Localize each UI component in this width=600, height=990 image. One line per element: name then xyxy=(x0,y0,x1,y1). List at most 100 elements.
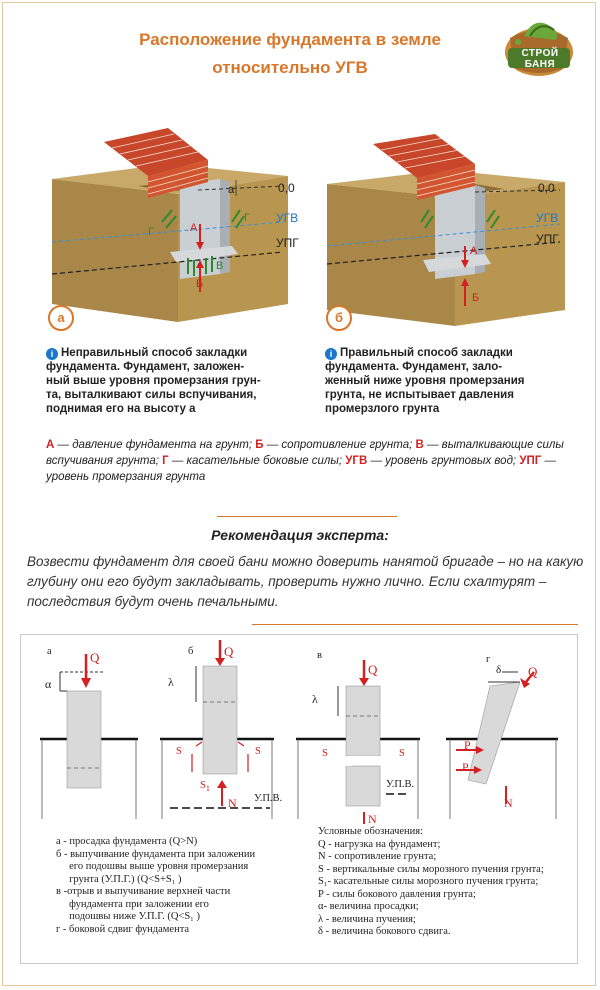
figure-a-caption-line-4: поднимая его на высоту a xyxy=(46,403,196,415)
legend-text-upg: — уровень промерзания грунта xyxy=(46,455,556,483)
note-left-1: а - просадка фундамента (Q>N) xyxy=(56,836,198,847)
scheme-s1-b: S1 xyxy=(200,780,210,793)
legend-text-b: — сопротивление грунта; xyxy=(263,439,416,451)
figure-a-force-b: Б xyxy=(196,278,204,290)
scheme-n-b: N xyxy=(228,796,237,810)
scheme-p-2: P xyxy=(462,760,469,774)
divider-top xyxy=(217,516,397,517)
figure-b-level-00: 0,0 xyxy=(538,181,555,195)
note-left-7: подошвы ниже У.П.Г. (Q<S₁ ) xyxy=(56,911,200,922)
figure-b-force-b: Б xyxy=(472,292,480,304)
legend-text-a: — давление фундамента на грунт; xyxy=(54,439,256,451)
figure-b-badge: б xyxy=(326,305,352,331)
expert-title: Рекомендация эксперта: xyxy=(211,527,389,543)
note-right-3: S - вертикальные силы морозного пучения … xyxy=(318,863,544,875)
scheme-p-1: P xyxy=(464,738,471,752)
schemes-panel xyxy=(20,634,578,964)
figure-b-caption-line-3: грунта, не испытывает давления xyxy=(325,389,514,401)
note-right-1: Q - нагрузка на фундамент; xyxy=(318,838,441,850)
scheme-s-v-right-s: S xyxy=(399,748,405,759)
legend-key-upg: УПГ xyxy=(519,455,542,467)
note-right-5: P - силы бокового давления грунта; xyxy=(318,888,476,900)
scheme-s-right-s: S xyxy=(255,746,261,757)
scheme-q-b: Q xyxy=(224,644,234,659)
legend-key-a: А xyxy=(46,439,55,451)
info-icon: i xyxy=(325,348,337,360)
scheme-q-g: Q xyxy=(528,664,538,679)
page-subtitle: относительно УГВ xyxy=(212,58,368,77)
figure-a-caption-head: Неправильный способ закладки xyxy=(61,347,248,359)
figure-a-caption-line-1: фундамента. Фундамент, заложен- xyxy=(46,361,245,373)
figure-b-caption-line-1: фундамента. Фундамент, зало- xyxy=(325,361,503,373)
scheme-n-g: N xyxy=(504,796,513,810)
notes-left: а - просадка фундамента (Q>N) б - выпучи… xyxy=(56,836,255,936)
scheme-delta: δ xyxy=(496,664,502,676)
expert-text: Возвести фундамент для своей бани можно … xyxy=(27,554,584,609)
scheme-s-v-left-s: S xyxy=(322,748,328,759)
figure-b-caption-head: Правильный способ закладки xyxy=(340,347,513,359)
scheme-s-right: S xyxy=(255,746,261,757)
note-left-6: фундамента при заложении его xyxy=(56,898,209,910)
notes-right-title: Условные обозначения: xyxy=(318,826,424,837)
figure-a-force-g: Г xyxy=(148,226,154,238)
scheme-q-a: Q xyxy=(90,650,100,665)
figure-b-ugv: УГВ xyxy=(536,211,559,225)
scheme-label-g: г xyxy=(486,654,491,665)
figure-b-force-a: А xyxy=(470,245,478,257)
note-left-2: б - выпучивание фундамента при заложении xyxy=(56,848,256,860)
scheme-s1-b-sub: 1 xyxy=(205,784,210,794)
bathhouse-bucket-logo xyxy=(505,22,573,76)
scheme-lambda-v: λ xyxy=(312,692,318,706)
figure-a-force-g2: Г xyxy=(244,212,250,224)
legend-key-g: Г xyxy=(162,455,169,467)
legend-text-v: — выталкивающие силы вспучивания грунта; xyxy=(46,439,564,467)
scheme-upv-v: У.П.В. xyxy=(386,779,415,790)
logo-text: СТРОЙ БАНЯ xyxy=(521,48,559,70)
note-left-3: его подошвы выше уровня промерзания xyxy=(56,861,249,872)
note-right-2: N - сопротивление грунта; xyxy=(318,851,437,862)
page-title: Расположение фундамента в земле xyxy=(139,30,441,49)
scheme-s-v-left: S xyxy=(322,748,328,759)
scheme-lambda-b: λ xyxy=(168,675,174,689)
schemes-drawing xyxy=(40,640,558,824)
scheme-q-v: Q xyxy=(368,662,378,677)
info-icon: i xyxy=(46,348,58,360)
scheme-s-left: S xyxy=(176,746,182,757)
legend-text-ugv: — уровень грунтовых вод; xyxy=(367,455,520,467)
figure-a-badge: а xyxy=(48,305,74,331)
figure-b-illustration xyxy=(326,134,565,326)
scheme-s-left-s: S xyxy=(176,746,182,757)
figure-a-ugv: УГВ xyxy=(276,211,299,225)
scheme-label-a: а xyxy=(47,646,52,657)
notes-right: Условные обозначения: Q - нагрузка на фу… xyxy=(318,826,544,939)
legend-key-v: В xyxy=(415,439,424,451)
figure-a-mark-a: a xyxy=(228,184,235,196)
divider-bottom xyxy=(252,624,578,625)
note-right-4: S₁- касательные силы морозного пучения г… xyxy=(318,876,539,887)
note-left-5: в -отрыв и выпучивание верхней части xyxy=(56,886,231,897)
figure-a-force-a: А xyxy=(190,222,198,234)
scheme-s-v-right: S xyxy=(399,748,405,759)
note-right-6: α- величина просадки; xyxy=(318,901,419,912)
figure-b-caption-line-2: женный ниже уровня промерзания xyxy=(325,375,525,387)
legend-key-ugv: УГВ xyxy=(345,455,368,467)
scheme-label-b: б xyxy=(188,646,194,657)
figure-a-illustration xyxy=(51,128,288,322)
note-right-7: λ - величина пучения; xyxy=(318,913,416,925)
scheme-upv-b: У.П.В. xyxy=(254,793,283,804)
figure-a-level-00: 0,0 xyxy=(278,181,295,195)
figure-a-caption-line-3: та, выталкивают силы вспучивания, xyxy=(46,389,257,401)
figure-b-upg: УПГ xyxy=(536,232,559,246)
legend: А — давление фундамента на грунт; Б — со… xyxy=(46,437,566,485)
legend-text-g: — касательные боковые силы; xyxy=(168,455,346,467)
figure-b-caption-line-4: промерзлого грунта xyxy=(325,403,440,415)
note-left-8: г - боковой сдвиг фундамента xyxy=(56,923,190,935)
figure-a-caption-line-2: ный выше уровня промерзания грун- xyxy=(46,375,261,387)
scheme-label-v: в xyxy=(317,650,322,661)
note-right-8: δ - величина бокового сдвига. xyxy=(318,926,451,937)
legend-key-b: Б xyxy=(255,439,264,451)
scheme-n-v: N xyxy=(368,812,377,826)
